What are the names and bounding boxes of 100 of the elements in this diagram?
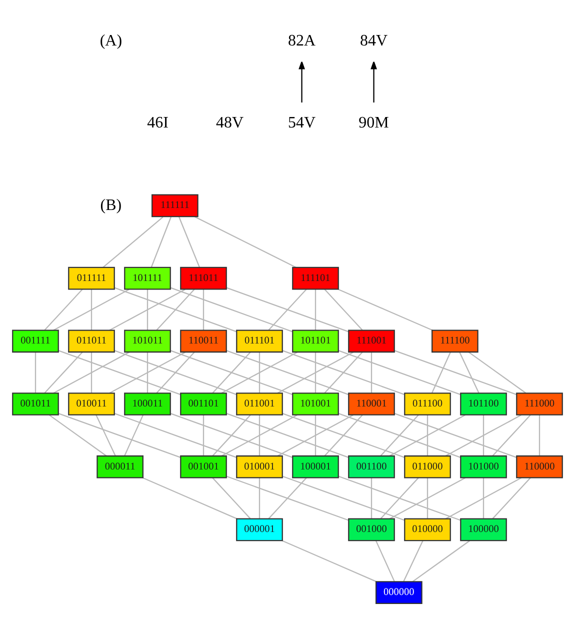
node-box: 101101 <box>292 330 339 353</box>
node-box: 101000 <box>460 455 507 478</box>
connector <box>338 288 433 331</box>
connector <box>389 477 466 520</box>
node-box: 110000 <box>516 455 563 478</box>
connector <box>492 414 531 456</box>
connector <box>53 352 130 394</box>
node-text: 82A <box>288 32 316 50</box>
connector <box>194 216 296 268</box>
connector <box>114 287 237 332</box>
connector <box>202 414 204 456</box>
node-box: 000011 <box>96 455 144 478</box>
connector <box>338 350 461 396</box>
connector <box>492 477 531 519</box>
connector <box>170 287 293 332</box>
connector <box>258 352 260 393</box>
node-box: 001111 <box>12 330 59 353</box>
connector <box>314 352 316 393</box>
connector <box>212 352 251 394</box>
node-box: 011011 <box>68 330 115 353</box>
connector <box>58 350 181 396</box>
node-box: 101011 <box>124 330 171 353</box>
connector <box>49 414 107 456</box>
connector <box>90 289 92 330</box>
connector <box>96 414 116 456</box>
connector <box>445 414 522 456</box>
connector <box>268 288 307 330</box>
node-box: 111000 <box>516 392 563 416</box>
node-box: 010001 <box>236 455 283 478</box>
connector <box>58 413 181 458</box>
connector <box>380 477 419 519</box>
connector <box>109 288 186 331</box>
connector <box>170 413 293 458</box>
connector <box>114 350 237 396</box>
connector <box>375 540 395 582</box>
connector <box>44 352 83 394</box>
connector <box>426 414 428 456</box>
connector <box>53 288 130 331</box>
connector <box>370 352 372 393</box>
connector <box>282 413 405 458</box>
connector <box>403 540 424 582</box>
connector <box>146 289 148 330</box>
node-box: 110011 <box>180 330 227 353</box>
node-text: 54V <box>288 114 316 132</box>
connector <box>468 352 526 394</box>
node-text: 84V <box>360 32 388 50</box>
connector <box>170 350 293 396</box>
node-text: 90M <box>358 114 389 132</box>
connector <box>394 413 517 458</box>
node-box: 101001 <box>292 392 339 416</box>
node-box: 111100 <box>432 330 478 353</box>
connector <box>150 216 172 268</box>
connector <box>380 414 419 456</box>
node-box: 011100 <box>404 392 451 416</box>
connector <box>44 288 83 330</box>
node-box: 011001 <box>236 392 283 416</box>
connector <box>412 540 470 582</box>
arrow <box>298 60 305 103</box>
connector <box>370 478 372 519</box>
connector <box>221 352 298 394</box>
node-box: 010000 <box>404 518 451 542</box>
arrow <box>370 60 377 103</box>
connector <box>90 352 92 393</box>
node-box: 110001 <box>348 392 395 416</box>
connector <box>142 477 238 520</box>
node-text: 46I <box>147 114 168 132</box>
connector <box>221 414 298 456</box>
connector <box>314 414 316 456</box>
node-box: 100000 <box>460 518 507 542</box>
node-box: 101100 <box>460 392 507 416</box>
node-box: 001001 <box>180 455 227 478</box>
connector <box>482 478 484 519</box>
node-box: 011101 <box>236 330 283 353</box>
connector <box>212 477 251 519</box>
connector <box>426 478 428 519</box>
connector <box>282 540 377 582</box>
connector <box>389 414 466 456</box>
node-box: 011000 <box>404 455 451 478</box>
connector <box>156 352 195 394</box>
connector <box>146 352 148 393</box>
connector <box>482 414 484 456</box>
node-box: 100011 <box>124 392 171 416</box>
connector <box>282 350 405 396</box>
connector <box>226 287 349 332</box>
node-box: 111011 <box>180 266 227 290</box>
connector <box>432 352 451 394</box>
connector <box>226 413 349 458</box>
node-box: 111101 <box>292 266 339 290</box>
connector <box>314 289 316 330</box>
node-box: 000001 <box>236 518 283 542</box>
connector <box>258 478 260 519</box>
label: (B) <box>100 196 122 214</box>
connector <box>324 352 363 394</box>
connector <box>102 216 164 268</box>
connector <box>338 413 461 458</box>
connector <box>226 476 349 521</box>
connector <box>114 413 237 458</box>
connector <box>202 289 204 330</box>
connector <box>124 414 144 456</box>
node-box: 100001 <box>292 455 339 478</box>
